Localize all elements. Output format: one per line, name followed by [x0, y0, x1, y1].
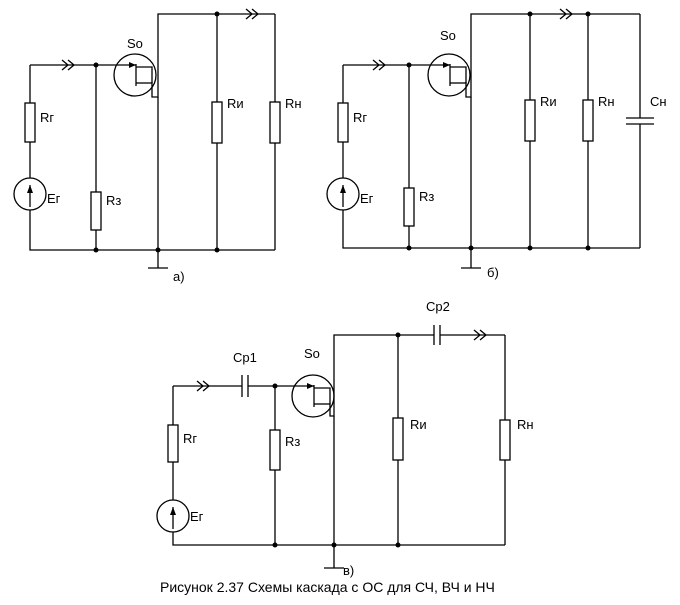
resistor-rn-label-b: Rн — [598, 94, 615, 109]
transistor-label-b: So — [440, 28, 456, 43]
circuit-tag-c: в) — [343, 563, 354, 578]
junction-dots-c — [272, 332, 401, 548]
resistor-ri-c — [392, 417, 404, 461]
source-eg-label-a: Eг — [47, 191, 61, 206]
capacitor-cp2-label-c: Ср2 — [426, 299, 450, 314]
circuit-a: So Rг Eг Rз Rи Rн а) — [13, 8, 302, 284]
resistor-ri-label-b: Rи — [540, 94, 557, 109]
resistor-rg-label-c: Rг — [183, 431, 197, 446]
resistor-ri-b — [524, 99, 536, 142]
transistor-b — [427, 53, 471, 97]
source-eg-c — [156, 499, 190, 533]
junction-dots-b — [406, 11, 591, 251]
resistor-ri-label-c: Rи — [410, 417, 427, 432]
source-eg-label-b: Eг — [360, 191, 374, 206]
source-eg-a — [13, 177, 47, 211]
transistor-a — [113, 53, 157, 97]
resistor-rg-c — [167, 424, 179, 463]
resistor-rg-label-b: Rг — [353, 110, 367, 125]
resistor-rz-c — [269, 429, 281, 471]
figure-caption: Рисунок 2.37 Схемы каскада с ОС для СЧ, … — [160, 579, 495, 595]
transistor-c — [291, 374, 335, 418]
source-eg-b — [326, 177, 360, 211]
resistor-ri-a — [211, 101, 223, 144]
source-eg-label-c: Eг — [190, 509, 204, 524]
capacitor-cn-label-b: Сн — [650, 94, 667, 109]
junction-dots-a — [93, 11, 220, 253]
transistor-label-c: So — [304, 346, 320, 361]
resistor-rz-label-b: Rз — [419, 189, 434, 204]
circuit-b: So Rг Eг Rз Rи Rн Сн б) — [326, 8, 667, 280]
transistor-label-a: So — [127, 36, 143, 51]
resistor-rn-a — [269, 101, 281, 144]
resistor-rg-label-a: Rг — [40, 110, 54, 125]
resistor-rg-b — [337, 102, 349, 143]
resistor-rn-label-a: Rн — [285, 96, 302, 111]
resistor-rz-label-a: Rз — [106, 193, 121, 208]
wires-b — [342, 8, 654, 269]
resistor-rn-label-c: Rн — [517, 417, 534, 432]
circuit-c: So Ср1 Ср2 Rг Eг Rз Rи Rн в) — [156, 299, 534, 578]
resistor-rz-a — [90, 191, 102, 231]
circuit-tag-b: б) — [487, 265, 499, 280]
wires-a — [29, 8, 276, 269]
resistor-rn-c — [499, 419, 511, 461]
resistor-ri-label-a: Rи — [227, 96, 244, 111]
resistor-rz-label-c: Rз — [285, 434, 300, 449]
resistor-rn-b — [582, 99, 594, 142]
resistor-rz-b — [403, 187, 415, 227]
wires-c — [172, 325, 506, 569]
capacitor-cp1-label-c: Ср1 — [233, 350, 257, 365]
circuit-tag-a: а) — [173, 269, 185, 284]
resistor-rg-a — [24, 102, 36, 143]
